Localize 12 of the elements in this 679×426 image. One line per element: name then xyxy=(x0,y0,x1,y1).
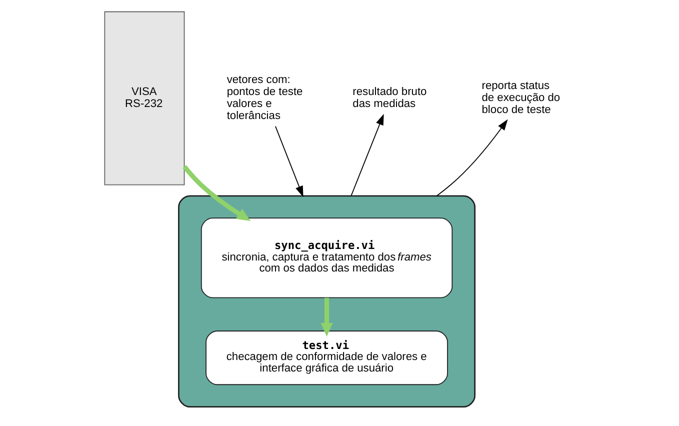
node-text: resultado bruto das medidas xyxy=(352,86,427,110)
node-box: sync_acquire.vi sincronia, captura e tratamento dos frames com os dados das medidas xyxy=(200,218,453,298)
arrow xyxy=(320,298,333,337)
arrow xyxy=(274,126,304,198)
node-text: reporta status de execução do bloco de teste xyxy=(482,80,560,116)
node-box: test.vi checagem de conformidade de valores e interface gráfica de usuário xyxy=(206,330,448,386)
cluster xyxy=(178,195,476,408)
arrow xyxy=(436,119,508,196)
arrow xyxy=(182,165,251,221)
node-box: VISA RS-232 xyxy=(104,11,185,186)
arrow xyxy=(350,114,384,196)
node-text: vetores com: pontos de teste valores e tolerâncias xyxy=(226,74,303,122)
